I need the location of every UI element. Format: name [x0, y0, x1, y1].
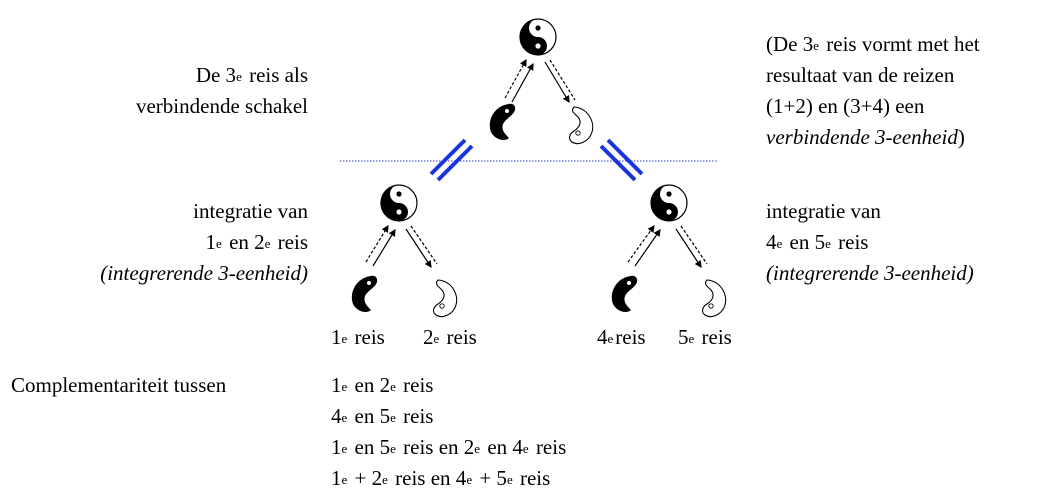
- right-integration-line2: 4e en 5e reis: [766, 230, 869, 254]
- double-line-left: [429, 138, 474, 182]
- top-right-line4: verbindende 3-eenheid): [766, 125, 965, 149]
- left-yin-icon: [351, 275, 378, 312]
- left-integration-line1: integratie van: [193, 199, 308, 223]
- right-yinyang-icon: [650, 184, 688, 222]
- double-line-right: [599, 138, 644, 182]
- top-left-line1: De 3e reis als: [195, 63, 308, 87]
- top-yin-icon: [489, 103, 516, 140]
- top-left-note: De 3e reis als verbindende schakel: [136, 60, 308, 122]
- leaf-label-1: 1e reis: [331, 325, 385, 349]
- top-right-note: (De 3e reis vormt met het resultaat van …: [766, 29, 980, 153]
- left-yang-icon: [432, 279, 458, 318]
- top-yinyang-icon: [519, 18, 557, 56]
- right-integration-note: integratie van 4e en 5e reis (integreren…: [766, 196, 974, 289]
- complementarity-list: 1e en 2e reis 4e en 5e reis 1e en 5e rei…: [331, 370, 566, 494]
- leaf-label-2: 2e reis: [423, 325, 477, 349]
- left-integration-line3: (integrerende 3-eenheid): [100, 261, 308, 285]
- complementarity-row: 1e en 5e reis en 2e en 4e reis: [331, 435, 567, 459]
- complementarity-row: 4e en 5e reis: [331, 404, 434, 428]
- complementarity-heading: Complementariteit tussen: [11, 373, 227, 397]
- complementarity-row: 1e en 2e reis: [331, 373, 434, 397]
- top-right-line2: resultaat van de reizen: [766, 63, 955, 87]
- leaf-label-5: 5e reis: [678, 325, 732, 349]
- leaf-label-4: 4ereis: [597, 325, 646, 349]
- left-integration-line2: 1e en 2e reis: [205, 230, 308, 254]
- right-yang-icon: [701, 279, 727, 318]
- top-right-line1: (De 3e reis vormt met het: [766, 32, 980, 56]
- left-integration-note: integratie van 1e en 2e reis (integreren…: [100, 196, 308, 289]
- right-integration-line1: integratie van: [766, 199, 881, 223]
- top-yang-icon: [568, 106, 594, 145]
- top-right-line3: (1+2) en (3+4) een: [766, 94, 925, 118]
- right-integration-line3: (integrerende 3-eenheid): [766, 261, 974, 285]
- left-yinyang-icon: [380, 184, 418, 222]
- top-left-line2: verbindende schakel: [135, 94, 308, 118]
- right-yin-icon: [611, 275, 638, 312]
- complementarity-row: 1e + 2e reis en 4e + 5e reis: [331, 466, 551, 490]
